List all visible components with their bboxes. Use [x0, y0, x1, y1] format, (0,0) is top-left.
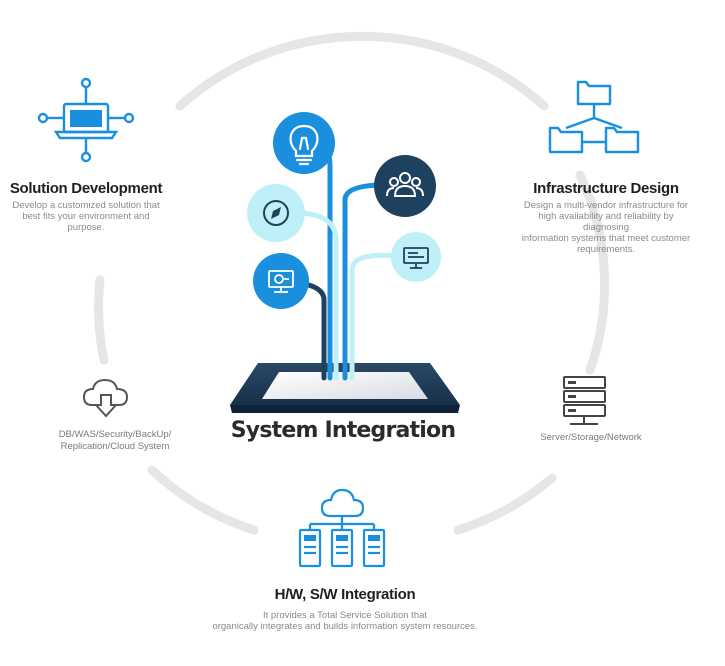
lightbulb-icon	[289, 124, 319, 166]
people-icon	[386, 172, 424, 197]
desc-line: high availability and reliability by dia…	[538, 211, 674, 233]
folder-network-icon	[548, 80, 640, 154]
outer-ring	[94, 31, 610, 535]
leaf-laptop	[253, 253, 309, 309]
stem-monitor	[349, 252, 401, 381]
leaf-compass	[247, 184, 305, 242]
solution-development-icon	[37, 77, 135, 163]
stem-compass	[297, 210, 339, 381]
infrastructure-design-desc: Design a multi-vendor infrastructure for…	[520, 200, 692, 255]
desc-line: organically integrates and builds inform…	[212, 621, 478, 632]
desc-line: best fits your environment and	[22, 211, 150, 222]
desc-line: Develop a customized solution that	[12, 200, 160, 211]
leaf-people	[374, 155, 436, 217]
server-storage-label: Server/Storage/Network	[540, 432, 642, 443]
infrastructure-design-block: Infrastructure Design Design a multi-ven…	[520, 180, 692, 255]
desc-line: It provides a Total Service Solution tha…	[262, 610, 428, 621]
solution-development-block: Solution Development Develop a customize…	[0, 180, 172, 233]
solution-development-title: Solution Development	[9, 180, 163, 197]
hw-sw-integration-block: H/W, S/W Integration It provides a Total…	[190, 586, 500, 632]
leaf-bulb	[273, 112, 335, 174]
monitor-icon	[403, 247, 429, 269]
solution-development-desc: Develop a customized solution that best …	[0, 200, 172, 233]
infrastructure-design-title: Infrastructure Design	[533, 180, 679, 197]
db-line: Replication/Cloud System	[60, 441, 170, 452]
desc-line: requirements.	[576, 244, 636, 255]
db-systems-label: DB/WAS/Security/BackUp/ Replication/Clou…	[40, 429, 190, 453]
db-line: DB/WAS/Security/BackUp/	[58, 429, 172, 440]
leaf-monitor	[391, 232, 441, 282]
laptop-web-icon	[268, 270, 294, 293]
hw-sw-integration-title: H/W, S/W Integration	[274, 586, 416, 603]
hw-sw-integration-desc: It provides a Total Service Solution tha…	[190, 610, 500, 632]
compass-icon	[263, 200, 289, 226]
desc-line: information systems that meet customer	[521, 233, 691, 244]
center-title: System Integration	[230, 418, 456, 443]
server-icon	[563, 376, 606, 425]
cloud-download-icon	[82, 378, 129, 418]
desc-line: purpose.	[67, 222, 105, 233]
desc-line: Design a multi-vendor infrastructure for	[523, 200, 689, 211]
tablet	[230, 363, 460, 413]
cloud-servers-icon	[298, 488, 386, 568]
